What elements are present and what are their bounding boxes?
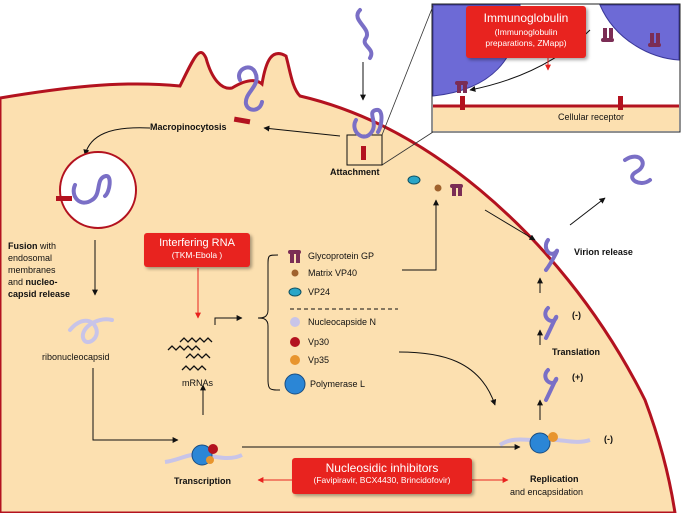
- cellular-receptor-label: Cellular receptor: [558, 112, 625, 122]
- fusion-with: with: [37, 241, 57, 251]
- attachment-label: Attachment: [330, 167, 380, 177]
- polymerase-l-icon: [284, 373, 306, 395]
- virion-release-label: Virion release: [574, 247, 633, 257]
- replication-label: Replication: [530, 474, 579, 484]
- immunoglobulin-title: Immunoglobulin: [483, 11, 569, 25]
- vp30-icon: [290, 337, 300, 347]
- legend-vp24: VP24: [308, 287, 331, 297]
- interfering-rna-subtitle: (TKM-Ebola ): [171, 250, 223, 260]
- fusion-and: and: [8, 277, 26, 287]
- immunoglobulin-subtitle: (Immunoglobulin preparations, ZMapp): [485, 27, 567, 48]
- legend-vp30: Vp30: [308, 337, 330, 347]
- transcription-label: Transcription: [174, 476, 232, 486]
- interfering-rna-title: Interfering RNA: [159, 237, 235, 249]
- nucleocapside-n-icon: [290, 317, 300, 327]
- legend-glycoprotein: Glycoprotein GP: [308, 251, 375, 261]
- legend-nucleocapside-n: Nucleocapside N: [308, 317, 377, 327]
- legend-matrix-vp40: Matrix VP40: [308, 268, 358, 278]
- fusion-membranes: membranes: [8, 265, 56, 275]
- vp24-icon: [288, 287, 302, 297]
- fusion-nucleo: nucleo-: [25, 277, 58, 287]
- ribonucleocapsid-label: ribonucleocapsid: [42, 352, 110, 362]
- minus-sign-lower: (-): [604, 434, 613, 444]
- nucleosidic-inhibitors-box: Nucleosidic inhibitors (Favipiravir, BCX…: [292, 458, 472, 494]
- interfering-rna-box: Interfering RNA (TKM-Ebola ): [144, 233, 250, 267]
- immunoglobulin-box: Immunoglobulin (Immunoglobulin preparati…: [466, 6, 586, 58]
- fusion-capsid-release: capsid release: [8, 289, 71, 299]
- encapsidation-label: and encapsidation: [510, 487, 584, 497]
- vp35-icon: [290, 355, 300, 365]
- fusion-endosomal: endosomal: [8, 253, 53, 263]
- plus-sign: (+): [572, 372, 584, 382]
- translation-label: Translation: [552, 347, 601, 357]
- minus-sign-upper: (-): [572, 310, 581, 320]
- fusion-label: Fusion with endosomal membranes and nucl…: [8, 240, 70, 300]
- macropinocytosis-label: Macropinocytosis: [150, 122, 227, 132]
- mrnas-label: mRNAs: [182, 378, 213, 388]
- legend-vp35: Vp35: [308, 355, 330, 365]
- fusion-bold: Fusion: [8, 241, 38, 251]
- nucleosidic-title: Nucleosidic inhibitors: [325, 461, 439, 475]
- legend-polymerase-l: Polymerase L: [310, 379, 366, 389]
- cell-body: [0, 51, 677, 513]
- nucleosidic-subtitle: (Favipiravir, BCX4430, Brincidofovir): [313, 475, 451, 485]
- glycoprotein-icon: [288, 250, 301, 263]
- matrix-vp40-icon: [291, 269, 299, 277]
